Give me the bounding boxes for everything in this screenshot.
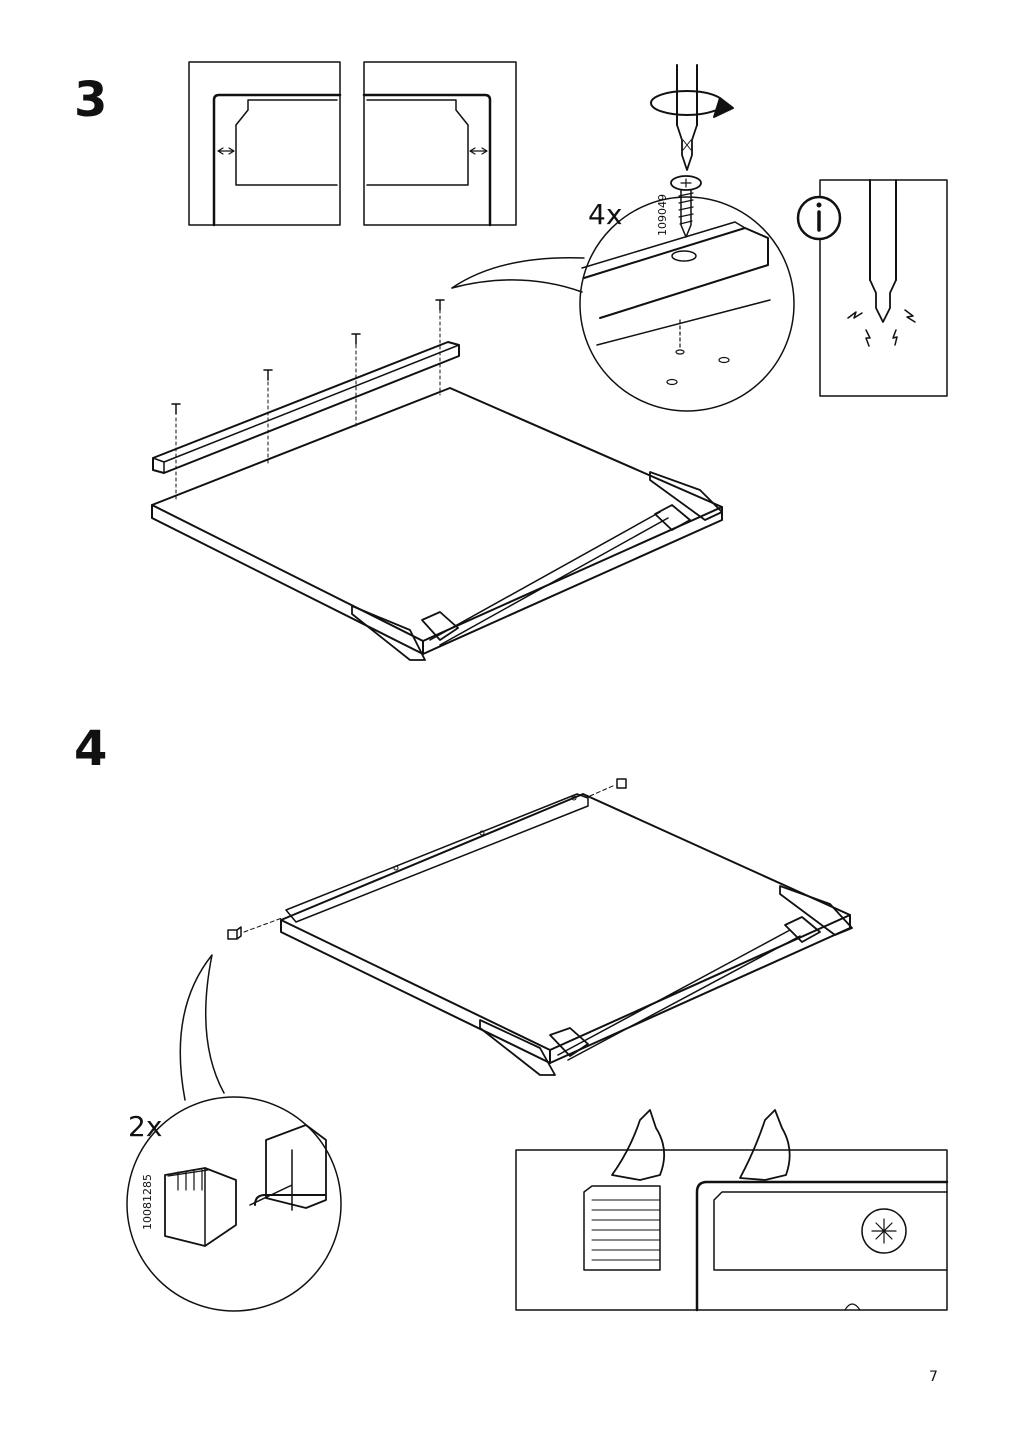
step-4-number: 4 [74, 721, 108, 777]
panel-gap-detail-left [189, 62, 340, 225]
info-box [798, 180, 947, 396]
step-3-quantity: 4x [588, 198, 623, 231]
screwdriver-icon [651, 65, 733, 170]
panel-gap-detail-right [364, 62, 516, 225]
shelf-panel-step-4 [228, 779, 852, 1075]
step-4-part-id: 10081285 [141, 1174, 154, 1230]
end-cap-zoom [127, 955, 341, 1311]
finger-push-detail [516, 1110, 947, 1310]
rail-screw-zoom [452, 197, 794, 411]
shelf-panel-step-3 [152, 300, 722, 660]
step-3-number: 3 [74, 72, 108, 128]
step-3-part-id: 109049 [656, 194, 669, 236]
page-number: 7 [929, 1369, 938, 1385]
screw-icon [671, 176, 701, 237]
step-4-quantity: 2x [128, 1110, 163, 1143]
